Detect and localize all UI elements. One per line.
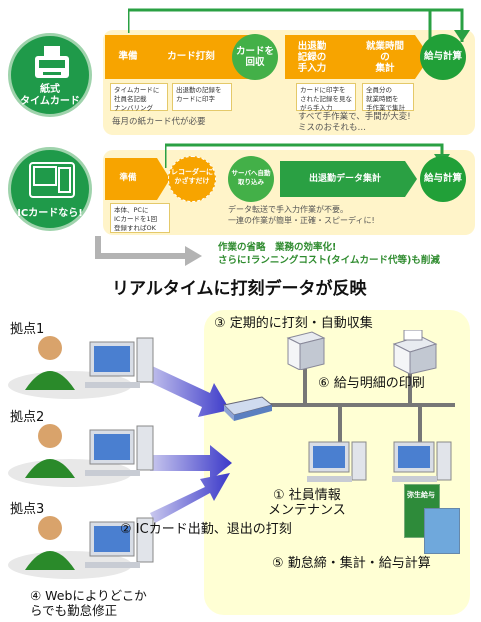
product-box-2 xyxy=(424,508,460,554)
paper-step-3-text: カードを 回収 xyxy=(235,46,274,68)
paper-timecard-circle: 紙式 タイムカード xyxy=(8,33,92,117)
ic-effect-note-text: データ転送で手入力作業が不要。 一連の作業が簡単・正確・スピーディに! xyxy=(228,205,375,225)
ic-step-3-text: サーバへ自動 取り込み xyxy=(231,169,271,186)
paper-step-circle-3 xyxy=(232,34,278,80)
ic-effect-note: データ転送で手入力作業が不要。 一連の作業が簡単・正確・スピーディに! xyxy=(228,204,468,226)
paper-note-2: 出退勤の記録を カードに印字 xyxy=(172,83,232,111)
paper-manual-note-text: すべて手作業で、手間が大変! ミスのおそれも… xyxy=(298,112,411,133)
paper-step-6: 給与計算 xyxy=(423,51,462,62)
site-2-user-pc xyxy=(8,424,154,487)
paper-step-2: カード打刻 xyxy=(167,51,215,62)
ic-reader-icon xyxy=(29,162,75,198)
feature-6: ⑥ 給与明細の印刷 xyxy=(318,376,425,391)
paper-step-1: 準備 xyxy=(118,51,138,62)
paper-cost-note: 毎月の紙カード代が必要 xyxy=(112,117,206,127)
ic-step-circle-3 xyxy=(228,156,274,202)
ic-step-3: サーバへ自動 取り込み xyxy=(228,169,274,187)
paper-note-2-text: 出退勤の記録を カードに印字 xyxy=(176,86,222,103)
ic-step-5: 給与計算 xyxy=(423,173,462,184)
paper-note-3-text: カードに印字を された記録を見な がら手入力 xyxy=(300,86,352,112)
benefit-line-2: さらに!ランニングコスト(タイムカード代等)も削減 xyxy=(218,255,440,266)
paper-step-3: カードを 回収 xyxy=(232,46,278,68)
ic-step-circle-5 xyxy=(420,156,466,202)
benefit-line-1: 作業の省略 業務の効率化! xyxy=(218,242,337,253)
ic-step-4: 出退勤データ集計 xyxy=(308,174,381,184)
headline: リアルタイムに打刻データが反映 xyxy=(112,279,367,299)
paper-step-5-text: 就業時間 の 集計 xyxy=(365,41,404,74)
paper-step-circle-6 xyxy=(420,34,466,80)
paper-steps-band xyxy=(105,35,430,79)
paper-note-3: カードに印字を された記録を見な がら手入力 xyxy=(296,83,356,112)
product-box-text: 弥生給与 xyxy=(407,491,435,499)
admin-pc-1 xyxy=(307,441,367,482)
paper-card-label-1: 紙式 xyxy=(40,84,60,95)
ic-step-2-text: レコーダーに かざすだけ xyxy=(171,168,213,185)
ic-step-1: 準備 xyxy=(119,173,137,183)
feature-4: ④ Webによりどこか らでも勤怠修正 xyxy=(30,588,147,618)
data-flow-arrows xyxy=(150,365,232,523)
ic-note: 本体、PCに ICカードを1回 登録すればOK xyxy=(110,203,170,233)
feature-5: ⑤ 勤怠締・集計・給与計算 xyxy=(272,556,431,571)
paper-note-4-text: 全員分の 就業時間を 手作業で集計 xyxy=(366,86,405,112)
paper-note-4: 全員分の 就業時間を 手作業で集計 xyxy=(362,83,414,112)
admin-pc-2 xyxy=(392,441,452,482)
paper-step-4: 出退勤 記録の 手入力 xyxy=(290,41,334,74)
router-icon xyxy=(222,396,274,421)
ic-steps-band xyxy=(105,158,417,200)
site-label-3: 拠点3 xyxy=(10,502,45,517)
site-3-user-pc xyxy=(8,516,154,579)
paper-step-4-text: 出退勤 記録の 手入力 xyxy=(297,41,327,74)
loop-arrow-line-top xyxy=(128,8,428,33)
paper-step-5: 就業時間 の 集計 xyxy=(355,41,415,74)
site-label-1: 拠点1 xyxy=(10,322,45,337)
ic-card-label: ICカードなら! xyxy=(17,208,83,219)
site-1-user-pc xyxy=(8,336,154,399)
site-label-2: 拠点2 xyxy=(10,410,45,425)
feature-1: ① 社員情報 メンテナンス xyxy=(268,488,346,518)
down-arrow-gray xyxy=(95,236,202,266)
ic-note-text: 本体、PCに ICカードを1回 登録すればOK xyxy=(114,206,158,232)
server-2-printer-icon xyxy=(392,330,438,374)
ic-card-circle: ICカードなら! xyxy=(8,147,92,231)
paper-manual-note: すべて手作業で、手間が大変! ミスのおそれも… xyxy=(298,112,468,134)
ic-step-2: レコーダーに かざすだけ xyxy=(168,168,216,186)
paper-card-label-2: タイムカード xyxy=(20,96,80,107)
server-1-icon xyxy=(286,331,326,370)
timecard-machine-icon xyxy=(35,46,69,78)
feature-1-text: ① 社員情報 メンテナンス xyxy=(268,488,346,518)
paper-note-1-text: タイムカードに 社員名記載 ナンバリング xyxy=(114,86,160,112)
ic-step-circle-2 xyxy=(168,156,216,202)
feature-4-text: ④ Webによりどこか らでも勤怠修正 xyxy=(30,588,147,618)
paper-note-1: タイムカードに 社員名記載 ナンバリング xyxy=(110,83,168,112)
feature-2: ② ICカード出勤、退出の打刻 xyxy=(120,522,292,537)
feature-3: ③ 定期的に打刻・自動収集 xyxy=(214,316,373,331)
